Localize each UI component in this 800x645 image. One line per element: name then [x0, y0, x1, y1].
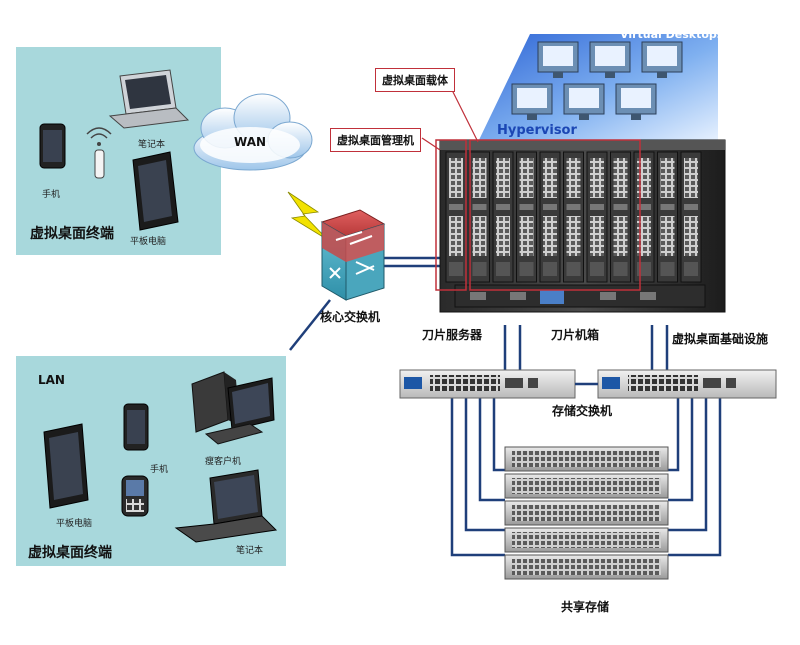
- lan-laptop-icon: [174, 469, 278, 543]
- storage-switch-left: [399, 369, 576, 399]
- vd-carrier-leader: [447, 81, 479, 143]
- wan-cloud-icon: [193, 93, 313, 171]
- network-links: [289, 256, 722, 557]
- lan-to-core-link: [289, 299, 331, 351]
- virtual-desktops-label: Virtual Desktops: [620, 28, 724, 41]
- infrastructure-label: 虚拟桌面基础设施: [672, 332, 769, 346]
- storage-unit: [504, 554, 669, 580]
- smartphone-icon: [121, 475, 149, 517]
- lan-phone-icon: [123, 403, 149, 451]
- storage-unit: [504, 446, 669, 472]
- blade-chassis-label: 刀片机箱: [551, 328, 600, 342]
- blade-server: [586, 151, 608, 283]
- storage-link-r4: [668, 398, 680, 472]
- blade-server: [610, 151, 631, 283]
- hypervisor-label: Hypervisor: [497, 123, 577, 138]
- shared-storage-array: [504, 446, 669, 580]
- storage-unit: [504, 473, 669, 499]
- storage-link-r3: [668, 398, 694, 502]
- thin-client-icon: [191, 371, 275, 445]
- storage-unit: [504, 500, 669, 526]
- storage-link-l1: [450, 398, 505, 557]
- blade-server: [492, 151, 514, 283]
- storage-link-l4: [492, 398, 505, 472]
- laptop-icon: [108, 69, 190, 129]
- blade-server: [516, 151, 537, 283]
- lan-laptop-label: 笔记本: [236, 546, 264, 556]
- virtual-desktop-monitors: [511, 41, 683, 120]
- storage-unit: [504, 527, 669, 553]
- blade-chassis: [435, 139, 726, 313]
- wan-tablet-label: 平板电脑: [130, 237, 167, 247]
- tablet-icon: [132, 151, 179, 231]
- wan-laptop-label: 笔记本: [138, 140, 166, 150]
- vd-manager-highlight: [435, 139, 467, 291]
- lan-terminal-title: 虚拟桌面终端: [28, 545, 112, 561]
- blade-server: [469, 151, 490, 283]
- blade-server-label: 刀片服务器: [422, 328, 483, 342]
- blade-server: [539, 151, 561, 283]
- blade-server: [633, 151, 655, 283]
- lan-title: LAN: [38, 373, 65, 387]
- wan-terminal-title: 虚拟桌面终端: [30, 226, 114, 242]
- storage-link-l3: [478, 398, 505, 502]
- wan-phone-label: 手机: [42, 190, 61, 200]
- wifi-router-icon: [86, 127, 112, 179]
- blade-server: [680, 151, 702, 283]
- core-switch-label: 核心交换机: [320, 310, 381, 324]
- core-switch-icon: [320, 209, 386, 301]
- vd-manager-callout: 虚拟桌面管理机: [330, 128, 421, 152]
- lan-phone-label: 手机: [150, 465, 169, 475]
- vd-carrier-highlight: [469, 139, 641, 291]
- vd-carrier-callout: 虚拟桌面载体: [375, 68, 455, 92]
- lan-tablet-label: 平板电脑: [56, 519, 93, 529]
- lan-tablet-icon: [43, 423, 89, 509]
- storage-switch-right: [597, 369, 777, 399]
- blade-server: [563, 151, 584, 283]
- storage-link-l2: [464, 398, 505, 532]
- lan-thin-client-label: 瘦客户机: [205, 457, 242, 467]
- blade-server: [657, 151, 678, 283]
- storage-switch-label: 存储交换机: [552, 404, 613, 418]
- wan-cloud-label: WAN: [234, 135, 267, 149]
- phone-icon: [39, 123, 66, 169]
- blade-servers: [445, 151, 702, 283]
- shared-storage-label: 共享存储: [561, 600, 610, 614]
- storage-link-r1: [668, 398, 722, 557]
- storage-link-r2: [668, 398, 708, 532]
- blade-server: [445, 151, 467, 283]
- vd-manager-leader: [421, 137, 441, 151]
